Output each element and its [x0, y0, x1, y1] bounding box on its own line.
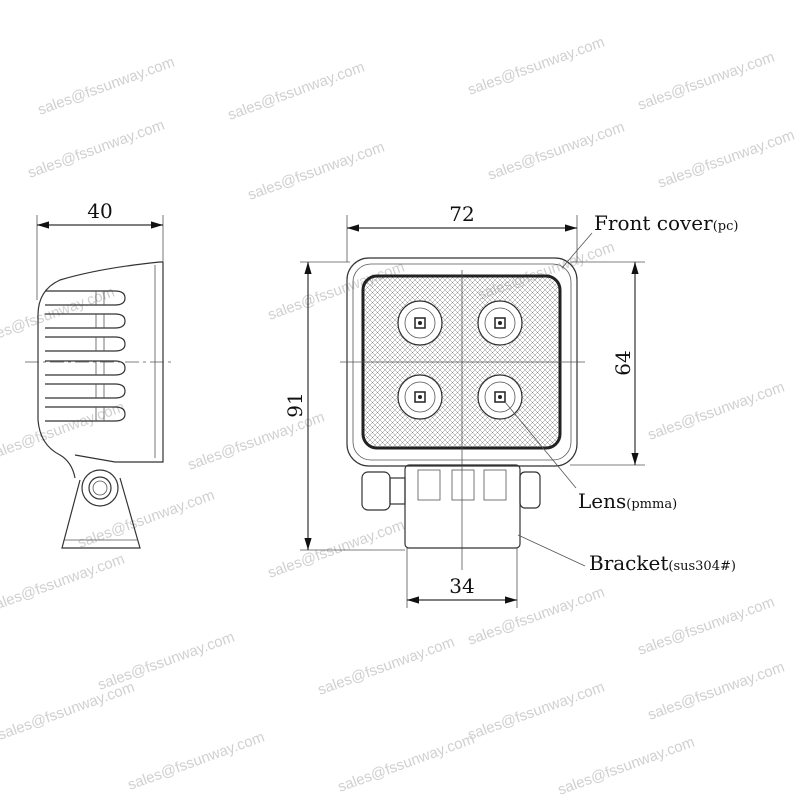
callout-front-cover: Front cover(pc) [561, 211, 738, 269]
fin [45, 313, 126, 329]
front-cover-label: Front cover [594, 211, 713, 235]
led [477, 374, 523, 420]
total-height-label: 91 [283, 392, 307, 417]
fin [45, 383, 126, 399]
led [397, 374, 443, 420]
watermark-text: sales@fssunway.com [466, 33, 607, 98]
heat-sink-fins [45, 290, 126, 422]
watermark-text: sales@fssunway.com [646, 378, 787, 443]
watermark-text: sales@fssunway.com [226, 58, 367, 123]
lens-material: (pmma) [626, 497, 677, 512]
watermark-text: sales@fssunway.com [316, 633, 457, 698]
led [477, 300, 523, 346]
watermark-text: sales@fssunway.com [76, 486, 217, 551]
watermark-text: sales@fssunway.com [466, 583, 607, 648]
watermark-text: sales@fssunway.com [466, 678, 607, 743]
bracket-nut-left [361, 471, 391, 511]
watermark-text: sales@fssunway.com [0, 398, 127, 463]
watermark-text: sales@fssunway.com [266, 516, 407, 581]
front-bracket [404, 464, 521, 549]
front-width-label: 72 [449, 202, 474, 226]
watermark-text: sales@fssunway.com [36, 53, 177, 118]
bracket-label: Bracket [589, 551, 668, 575]
watermark-text: sales@fssunway.com [336, 730, 477, 795]
fin [45, 336, 126, 352]
side-bracket-base [61, 477, 141, 549]
bracket-width-label: 34 [449, 574, 474, 598]
bracket-nut-right [519, 471, 541, 509]
svg-text:Lens(pmma): Lens(pmma) [578, 489, 677, 513]
watermark-text: sales@fssunway.com [126, 728, 267, 793]
lens-label: Lens [578, 489, 626, 513]
watermark-text: sales@fssunway.com [0, 550, 127, 615]
front-cover-material: (pc) [713, 219, 739, 234]
watermark-text: sales@fssunway.com [646, 658, 787, 723]
fin [45, 360, 126, 376]
led [397, 300, 443, 346]
watermark-text: sales@fssunway.com [0, 678, 137, 743]
watermark-text: sales@fssunway.com [636, 48, 777, 113]
fin [45, 290, 126, 306]
side-bracket-bolt [81, 469, 119, 507]
side-housing-outline [37, 261, 163, 479]
svg-text:Front cover(pc): Front cover(pc) [594, 211, 738, 235]
side-width-label: 40 [87, 199, 112, 223]
watermark-text: sales@fssunway.com [636, 593, 777, 658]
bracket-material: (sus304#) [668, 559, 736, 574]
callout-lens: Lens(pmma) [504, 401, 677, 513]
front-view: 72 64 91 34 [283, 202, 645, 608]
lens-height-label: 64 [611, 350, 635, 375]
svg-text:Bracket(sus304#): Bracket(sus304#) [589, 551, 736, 575]
fin [45, 406, 126, 422]
watermark-text: sales@fssunway.com [656, 126, 797, 191]
watermark-text: sales@fssunway.com [0, 283, 117, 348]
watermark-text: sales@fssunway.com [26, 116, 167, 181]
watermark-text: sales@fssunway.com [486, 118, 627, 183]
side-view: 40 [25, 199, 175, 549]
callout-bracket: Bracket(sus304#) [517, 534, 736, 575]
watermark-text: sales@fssunway.com [556, 733, 697, 798]
led-array [397, 300, 523, 420]
watermark-text: sales@fssunway.com [246, 138, 387, 203]
